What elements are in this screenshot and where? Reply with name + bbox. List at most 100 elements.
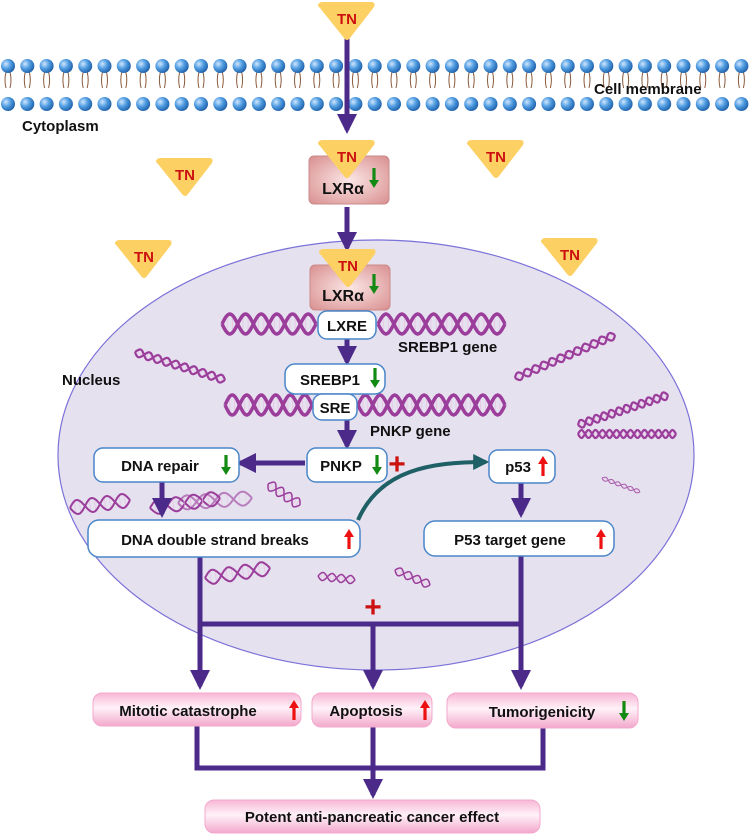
down-arrow-icon — [372, 455, 382, 475]
lipid-head — [290, 97, 305, 111]
lipid-head — [599, 97, 614, 111]
tumorigenicity-box: Tumorigenicity — [446, 692, 639, 729]
p53-label: p53 — [505, 459, 531, 476]
lipid-head — [78, 97, 93, 111]
lxr-nucleus-label: LXRα — [322, 288, 364, 305]
lipid-head — [522, 97, 537, 111]
lipid-head — [251, 97, 266, 111]
down-arrow-icon — [369, 168, 379, 188]
lipid-head — [425, 59, 440, 73]
tn-molecule: TN — [318, 2, 375, 40]
lxre-box: LXRE — [317, 310, 377, 340]
lipid-head — [1, 97, 15, 111]
lipid-head — [58, 97, 73, 111]
lipid-head — [580, 59, 594, 73]
arrow-dsb-to-p53 — [356, 454, 490, 521]
lipid-head — [522, 59, 537, 73]
pnkp-label: PNKP — [320, 458, 362, 475]
plus-sign-bottom: + — [364, 591, 382, 624]
up-arrow-icon — [596, 529, 606, 549]
lipid-head — [541, 97, 556, 111]
lipid-head — [444, 59, 459, 73]
lipid-head — [290, 59, 305, 73]
lipid-head — [734, 97, 749, 111]
lipid-head — [599, 59, 614, 73]
dna-helix — [267, 481, 301, 508]
lipid-head — [715, 59, 730, 73]
lipid-head — [483, 59, 498, 73]
lipid-head — [174, 97, 189, 111]
lipid-head — [695, 97, 710, 111]
lipid-head — [213, 97, 228, 111]
lipid-head — [136, 59, 151, 73]
dsb-box: DNA double strand breaks — [87, 519, 361, 558]
join-line — [197, 556, 524, 627]
lipid-head — [657, 97, 672, 111]
lipid-head — [464, 97, 479, 111]
lipid-head — [464, 59, 479, 73]
sre-box: SRE — [312, 393, 358, 421]
lipid-head — [194, 59, 208, 73]
cell-membrane-label: Cell membrane — [594, 81, 702, 98]
dna-helix — [317, 571, 356, 585]
lipid-head — [618, 59, 633, 73]
tn-label: TN — [337, 149, 357, 166]
lipid-head — [425, 97, 440, 111]
lipid-head — [97, 59, 112, 73]
dna-helix — [601, 476, 641, 494]
lipid-head — [695, 59, 710, 73]
tn-molecule: TN — [319, 249, 376, 287]
plus-sign-top: + — [388, 448, 406, 481]
lipid-head — [676, 97, 691, 111]
lipid-head — [155, 59, 170, 73]
tn-label: TN — [134, 249, 154, 266]
bottom-join-line — [194, 725, 546, 771]
srebp1-label: SREBP1 — [300, 372, 360, 389]
tn-label: TN — [338, 258, 358, 275]
lipid-head — [97, 97, 112, 111]
arrows — [152, 38, 546, 799]
tn-molecule: TN — [115, 240, 172, 278]
down-arrow-icon — [619, 701, 629, 721]
dna-helix — [577, 428, 677, 440]
lipid-head — [406, 59, 421, 73]
lipid-head — [232, 59, 247, 73]
tn-label: TN — [175, 167, 195, 184]
dsb-label: DNA double strand breaks — [121, 532, 309, 549]
tumorigenicity-label: Tumorigenicity — [489, 704, 596, 721]
lipid-head — [78, 59, 93, 73]
lipid-head — [1, 59, 15, 73]
effect-box: Potent anti-pancreatic cancer effect — [204, 799, 541, 834]
dna-helix — [133, 348, 227, 384]
up-arrow-icon — [289, 700, 299, 720]
down-arrow-icon — [370, 368, 380, 388]
lipid-head — [406, 97, 421, 111]
lipid-head — [232, 97, 247, 111]
lipid-head — [20, 97, 35, 111]
down-arrow-icon — [369, 274, 379, 294]
dna-helix — [204, 561, 271, 585]
lipid-head — [136, 97, 151, 111]
dna-helix — [376, 312, 507, 336]
cell-membrane — [1, 59, 749, 111]
lipid-head — [541, 59, 556, 73]
down-arrow-icon — [221, 455, 231, 475]
tn-molecule: TN — [156, 158, 213, 196]
pnkp-gene-label: PNKP gene — [370, 423, 451, 440]
lipid-head — [213, 59, 228, 73]
apoptosis-label: Apoptosis — [329, 703, 402, 720]
lipid-head — [676, 59, 691, 73]
dna-helix — [576, 391, 670, 429]
lipid-head — [39, 97, 54, 111]
lipid-head — [367, 97, 382, 111]
dna-helix — [394, 567, 431, 588]
lxr-cytoplasm-label: LXRα — [322, 181, 364, 198]
mitotic-catastrophe-label: Mitotic catastrophe — [119, 703, 257, 720]
lxre-label: LXRE — [327, 318, 367, 335]
lipid-head — [309, 97, 324, 111]
lipid-head — [637, 59, 652, 73]
dna-repair-box: DNA repair — [93, 447, 240, 483]
lipid-head — [194, 97, 208, 111]
tn-molecule: TN — [467, 140, 524, 178]
